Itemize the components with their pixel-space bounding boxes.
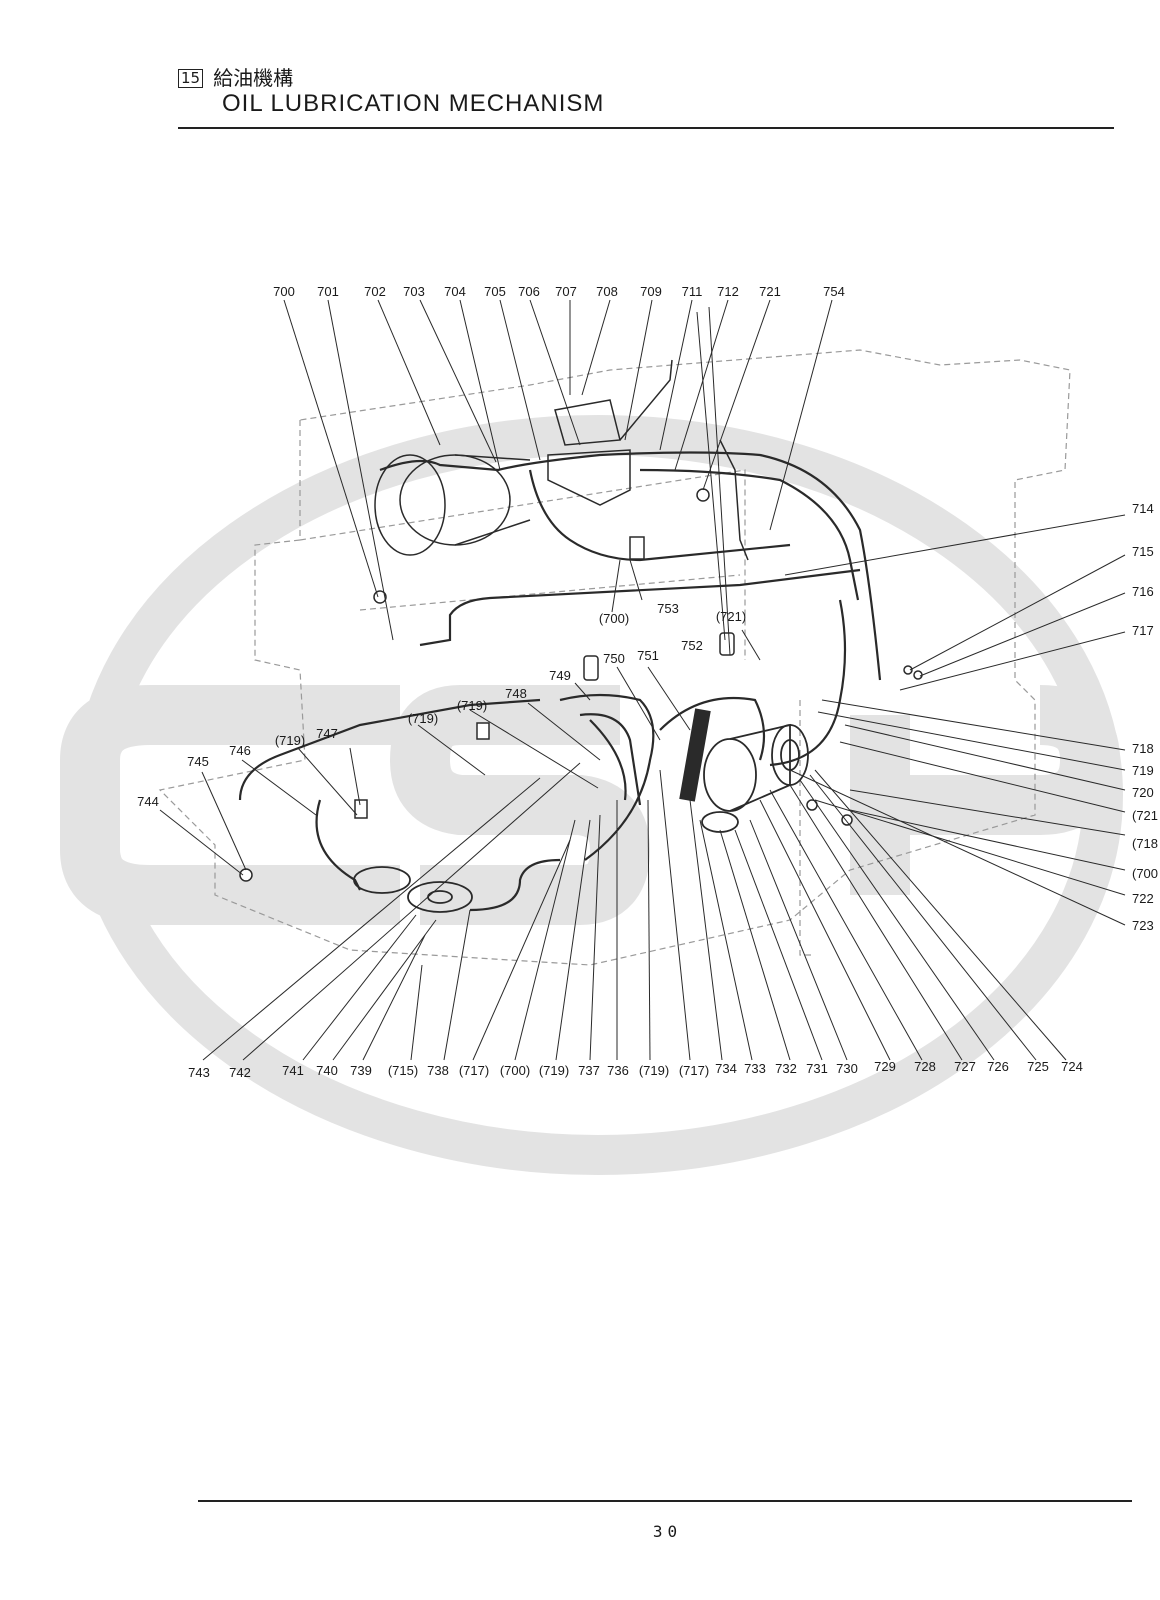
footer-rule	[198, 1500, 1132, 1502]
top-label: 703	[403, 284, 425, 299]
right-label: 717	[1132, 623, 1154, 638]
inner-label: (719)	[457, 698, 487, 713]
oil-pump	[353, 708, 809, 913]
inner-label: (719)	[275, 733, 305, 748]
handwheel	[374, 454, 531, 556]
top-label: 702	[364, 284, 386, 299]
top-label: 708	[596, 284, 618, 299]
right-label: (721	[1132, 808, 1158, 823]
bottom-label: 725	[1027, 1059, 1049, 1074]
right-label: 722	[1132, 891, 1154, 906]
bottom-label: 729	[874, 1059, 896, 1074]
bottom-label: 736	[607, 1063, 629, 1078]
inner-label: 751	[637, 648, 659, 663]
small-parts	[239, 488, 923, 882]
bottom-label: 740	[316, 1063, 338, 1078]
page-number: 30	[652, 1522, 683, 1541]
inner-label: 745	[187, 754, 209, 769]
bottom-label: 738	[427, 1063, 449, 1078]
top-label: 700	[273, 284, 295, 299]
right-label: (700	[1132, 866, 1158, 881]
bottom-label: (715)	[388, 1063, 418, 1078]
title-jp: 給油機構	[213, 66, 294, 90]
title-row-jp: 15 給油機構	[178, 66, 1114, 90]
bottom-label: 724	[1061, 1059, 1083, 1074]
bottom-label: 730	[836, 1061, 858, 1076]
right-label: 720	[1132, 785, 1154, 800]
inner-label: (700)	[599, 611, 629, 626]
bottom-label: 734	[715, 1061, 737, 1076]
bottom-label: 737	[578, 1063, 600, 1078]
inner-label: 750	[603, 651, 625, 666]
right-label: 723	[1132, 918, 1154, 933]
top-label: 704	[444, 284, 466, 299]
bottom-label: (717)	[679, 1063, 709, 1078]
csmp-watermark	[60, 415, 1123, 1175]
oil-tubes	[238, 451, 882, 912]
section-number: 15	[178, 68, 204, 88]
right-label: 714	[1132, 501, 1154, 516]
top-label: 701	[317, 284, 339, 299]
top-label: 709	[640, 284, 662, 299]
top-label: 707	[555, 284, 577, 299]
bottom-label: 733	[744, 1061, 766, 1076]
title-en: OIL LUBRICATION MECHANISM	[222, 90, 605, 117]
leader-lines	[159, 299, 1126, 1061]
right-label: (718	[1132, 836, 1158, 851]
right-label: 718	[1132, 741, 1154, 756]
top-label: 706	[518, 284, 540, 299]
top-label: 712	[717, 284, 739, 299]
inner-label: 749	[549, 668, 571, 683]
inner-label: 747	[316, 726, 338, 741]
bottom-label: (700)	[500, 1063, 530, 1078]
bottom-label: 726	[987, 1059, 1009, 1074]
right-label: 719	[1132, 763, 1154, 778]
top-label: 705	[484, 284, 506, 299]
inner-label: 746	[229, 743, 251, 758]
bottom-label: 731	[806, 1061, 828, 1076]
bottom-label: 727	[954, 1059, 976, 1074]
bottom-label: 742	[229, 1065, 251, 1080]
top-label: 711	[682, 284, 703, 299]
bottom-label: 732	[775, 1061, 797, 1076]
page-header: 15 給油機構 OIL LUBRICATION MECHANISM	[178, 66, 1114, 129]
bottom-label: 728	[914, 1059, 936, 1074]
inner-label: 748	[505, 686, 527, 701]
right-label: 715	[1132, 544, 1154, 559]
top-label: 721	[759, 284, 781, 299]
inner-label: 744	[137, 794, 159, 809]
inner-label: (721)	[716, 609, 746, 624]
inner-label: (719)	[408, 711, 438, 726]
top-label: 754	[823, 284, 845, 299]
machine-outline	[158, 349, 1071, 966]
inner-label: 752	[681, 638, 703, 653]
header-rule	[178, 127, 1114, 129]
bottom-label: (717)	[459, 1063, 489, 1078]
bottom-label: (719)	[639, 1063, 669, 1078]
bottom-label: 739	[350, 1063, 372, 1078]
bottom-label: 743	[188, 1065, 210, 1080]
bottom-label: 741	[282, 1063, 304, 1078]
inner-label: 753	[657, 601, 679, 616]
right-label: 716	[1132, 584, 1154, 599]
bottom-label: (719)	[539, 1063, 569, 1078]
